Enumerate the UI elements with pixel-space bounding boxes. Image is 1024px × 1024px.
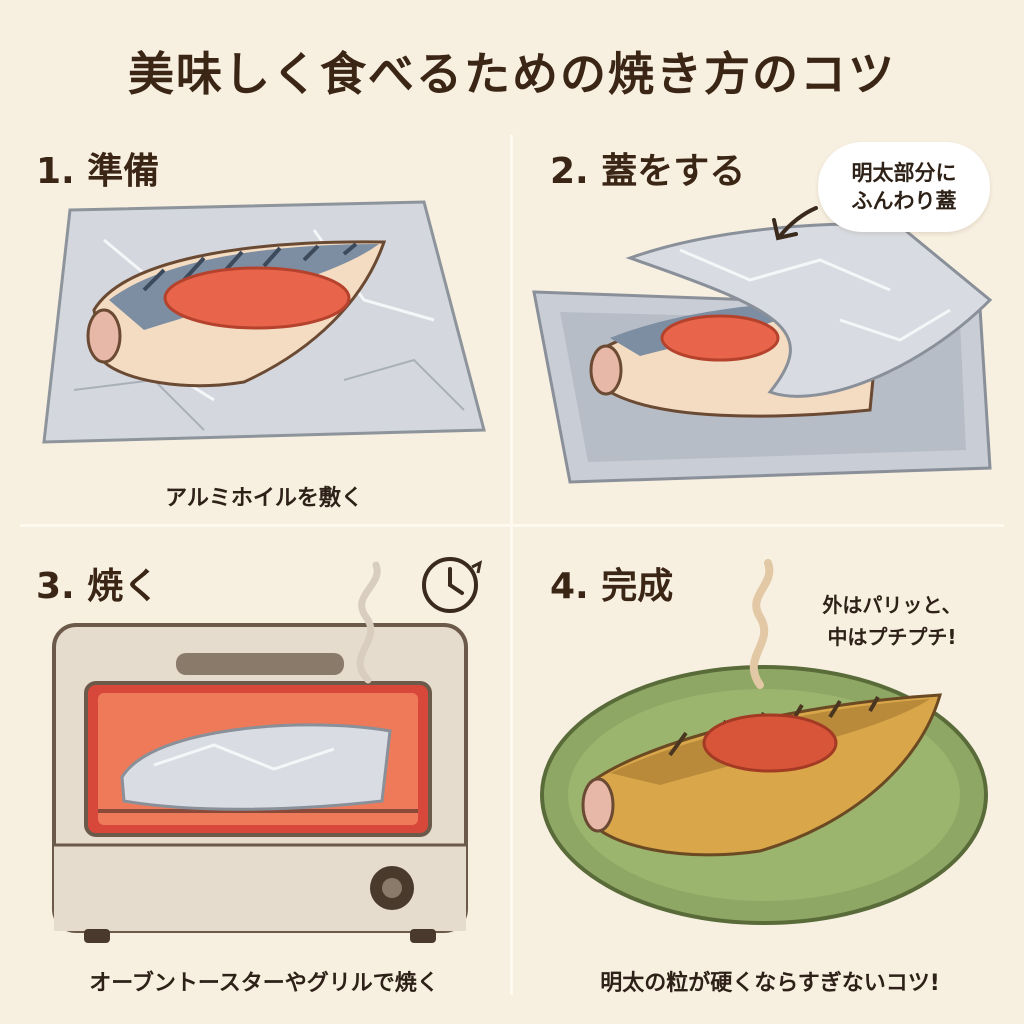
step-1-panel: 1. 準備 アルミホイルを敷く <box>14 130 514 520</box>
page-title: 美味しく食べるための焼き方のコツ <box>128 47 896 101</box>
arrow-icon <box>778 206 818 238</box>
step-4-caption: 明太の粒が硬くならすぎないコツ! <box>600 971 940 996</box>
bubble-line-2: ふんわり蓋 <box>851 189 957 213</box>
foil-sheet-illustration <box>42 200 486 444</box>
step-3-heading: 3. 焼く <box>36 566 160 607</box>
step-3-caption: オーブントースターやグリルで焼く <box>89 971 439 996</box>
fish-icon <box>581 693 943 857</box>
foil-tray-illustration <box>532 206 993 484</box>
oven-icon <box>52 623 468 943</box>
step-2-heading: 2. 蓋をする <box>550 151 746 192</box>
fish-icon <box>86 240 387 388</box>
steam-icon <box>749 559 774 689</box>
clock-icon <box>422 557 483 613</box>
note-line-1: 外はパリッと、 <box>822 593 962 617</box>
result-note: 外はパリッと、 中はプチプチ! <box>792 589 992 653</box>
step-4-heading: 4. 完成 <box>550 566 674 607</box>
speech-bubble: 明太部分に ふんわり蓋 <box>818 142 990 232</box>
step-3-panel: 3. 焼く オーブントースターやグリルで焼く <box>14 545 514 996</box>
step-4-panel: 4. 完成 外はパリッと、 中はプチプチ! 明太の粒が硬くならすぎないコツ! <box>520 545 1020 996</box>
note-line-2: 中はプチプチ! <box>827 625 957 649</box>
oven-illustration <box>52 557 483 943</box>
steam-icon <box>356 561 381 684</box>
horizontal-divider <box>20 524 1004 527</box>
step-2-panel: 2. 蓋をする 明太部分に ふんわり蓋 <box>520 130 1020 520</box>
plate-illustration <box>540 559 988 925</box>
bubble-line-1: 明太部分に <box>851 160 957 185</box>
vertical-divider <box>510 135 513 995</box>
step-1-caption: アルミホイルを敷く <box>165 486 363 511</box>
step-1-heading: 1. 準備 <box>36 151 160 192</box>
